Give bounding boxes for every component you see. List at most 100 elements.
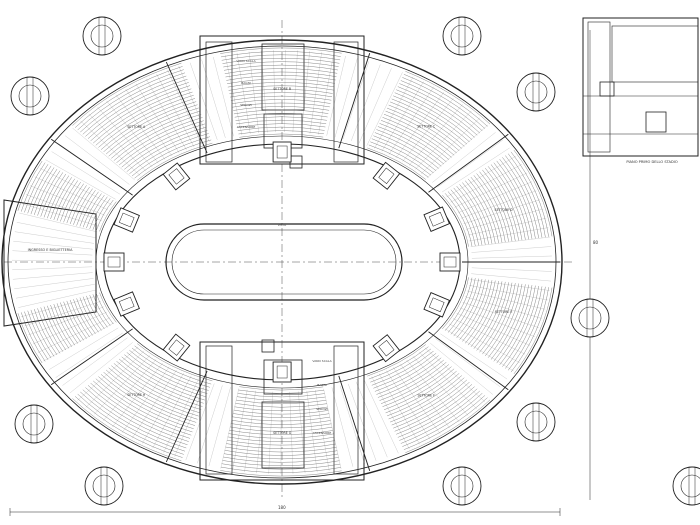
seat-divider bbox=[363, 379, 399, 454]
seating-row bbox=[134, 345, 212, 385]
radial-aisle bbox=[428, 331, 509, 391]
seat-divider bbox=[432, 132, 496, 183]
seat-divider bbox=[236, 52, 251, 134]
seat-divider bbox=[39, 168, 112, 205]
seat-divider bbox=[125, 89, 173, 157]
seat-divider bbox=[135, 83, 180, 153]
seat-divider bbox=[292, 50, 298, 133]
seating-row bbox=[40, 172, 64, 217]
seating-row bbox=[399, 83, 480, 134]
seating-row bbox=[465, 180, 496, 244]
seating-row bbox=[499, 158, 536, 239]
vomitory-box bbox=[113, 207, 140, 233]
seating-row bbox=[96, 199, 114, 231]
seating-row bbox=[383, 114, 455, 156]
seating-row bbox=[129, 350, 209, 391]
seating-row bbox=[108, 367, 199, 417]
seat-divider bbox=[261, 50, 268, 133]
seating-row bbox=[113, 363, 202, 410]
sector-label: SETTORE A bbox=[127, 125, 146, 129]
seating-row bbox=[126, 352, 208, 394]
seating-row bbox=[505, 286, 543, 369]
seating-row bbox=[405, 71, 491, 125]
sector-label: SETTORE G bbox=[273, 431, 292, 435]
seating-row bbox=[239, 133, 324, 138]
seating-row bbox=[373, 135, 437, 171]
radial-aisle bbox=[50, 138, 133, 196]
seat-divider bbox=[190, 62, 218, 140]
seat-divider bbox=[69, 342, 133, 394]
seating-row bbox=[56, 180, 78, 221]
seating-row bbox=[502, 157, 539, 239]
seating-row bbox=[462, 182, 493, 244]
seating-row bbox=[493, 162, 529, 240]
seating-row bbox=[27, 165, 52, 214]
stair-tower bbox=[516, 402, 556, 442]
seating-row bbox=[105, 104, 198, 155]
seating-row bbox=[220, 470, 342, 477]
seat-divider bbox=[273, 50, 276, 133]
seat-divider bbox=[13, 241, 93, 250]
seat-divider bbox=[395, 92, 444, 158]
seat-divider bbox=[55, 332, 123, 378]
core-label: BAGNI bbox=[241, 81, 251, 85]
seat-divider bbox=[402, 98, 454, 162]
seat-divider bbox=[424, 347, 486, 402]
seat-divider bbox=[103, 359, 157, 421]
left-entrance-wedge bbox=[3, 199, 97, 327]
seat-divider bbox=[174, 381, 207, 457]
seating-row bbox=[476, 173, 509, 242]
seat-divider bbox=[43, 322, 115, 362]
seating-row bbox=[37, 308, 61, 354]
seat-divider bbox=[88, 113, 147, 172]
seating-row bbox=[459, 184, 489, 245]
seat-divider bbox=[450, 164, 522, 203]
seat-divider bbox=[471, 267, 552, 272]
seating-row bbox=[92, 294, 111, 326]
seating-row bbox=[73, 188, 93, 225]
sector-label: SETTORE E bbox=[495, 310, 513, 314]
stair-tower bbox=[10, 76, 50, 116]
sector-label: SETTORE B bbox=[273, 87, 291, 91]
seating-row bbox=[111, 365, 201, 414]
seating-row bbox=[493, 284, 529, 362]
sector-label: SETTORE H bbox=[127, 393, 146, 397]
seat-divider bbox=[32, 312, 107, 344]
seating-row bbox=[30, 167, 55, 215]
seating-row bbox=[485, 283, 519, 357]
seat-divider bbox=[37, 317, 111, 353]
seating-row bbox=[380, 120, 450, 160]
core-label: VANO SCALA bbox=[236, 59, 256, 63]
seating-row bbox=[30, 309, 55, 357]
seating-row bbox=[397, 86, 478, 136]
dimension-right-label: 80 bbox=[593, 240, 599, 245]
vomitory-box bbox=[423, 206, 451, 232]
seating-row bbox=[108, 107, 199, 157]
seating-row bbox=[89, 295, 108, 328]
seating-row bbox=[113, 114, 202, 161]
seat-divider bbox=[163, 378, 199, 453]
stair-tower bbox=[82, 16, 122, 56]
core-label: SERVIZI bbox=[240, 103, 252, 107]
seat-divider bbox=[435, 338, 501, 387]
seating-row bbox=[447, 191, 476, 246]
seating-row bbox=[450, 278, 479, 335]
seating-row bbox=[479, 171, 513, 242]
seating-row bbox=[442, 194, 469, 247]
seating-row bbox=[137, 343, 213, 382]
seat-divider bbox=[374, 76, 414, 149]
radial-aisle bbox=[428, 133, 509, 193]
seat-divider bbox=[470, 236, 551, 247]
seat-divider bbox=[442, 147, 510, 193]
seat-divider bbox=[12, 250, 93, 256]
seating-row bbox=[232, 102, 330, 108]
vomitory-box bbox=[423, 292, 451, 318]
seating-row bbox=[447, 278, 476, 333]
seat-divider bbox=[244, 390, 256, 472]
seating-row bbox=[224, 68, 338, 74]
seating-row bbox=[370, 141, 432, 176]
seating-row bbox=[467, 280, 499, 346]
seating-row bbox=[227, 78, 335, 84]
seating-row bbox=[53, 178, 75, 220]
seat-divider bbox=[12, 266, 93, 270]
